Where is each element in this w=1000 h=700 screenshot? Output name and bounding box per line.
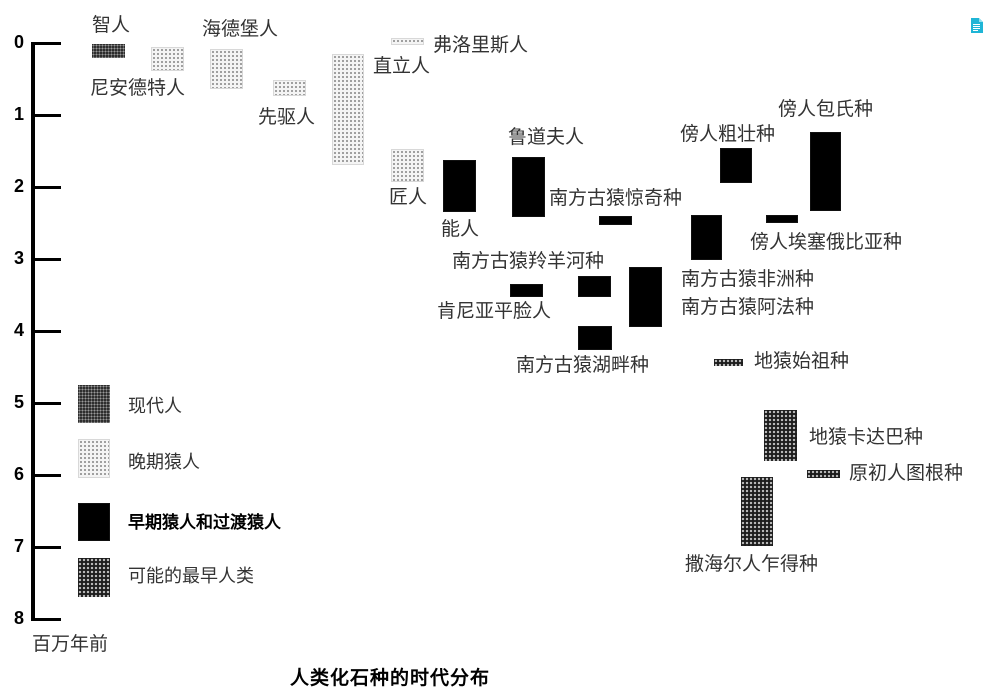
label-sahelanthropus: 撒海尔人乍得种 <box>685 553 819 575</box>
label-garhi: 南方古猿惊奇种 <box>549 187 683 209</box>
bar-robustus <box>720 148 752 183</box>
legend-label-early: 早期猿人和过渡猿人 <box>128 513 281 533</box>
y-tick-3 <box>31 258 61 261</box>
y-tick-8 <box>31 618 61 621</box>
label-erectus: 直立人 <box>373 55 431 77</box>
label-heidelberg: 海德堡人 <box>202 18 279 40</box>
label-antecessor: 先驱人 <box>258 106 316 128</box>
label-floresiensis: 弗洛里斯人 <box>433 34 529 56</box>
bar-floresiensis <box>391 38 424 45</box>
legend-swatch-late <box>78 439 110 478</box>
bar-heidelberg <box>210 49 243 89</box>
y-tick-label-4: 4 <box>13 320 24 340</box>
document-icon[interactable] <box>971 18 983 33</box>
label-anamensis: 南方古猿湖畔种 <box>516 354 650 376</box>
y-tick-label-1: 1 <box>13 104 24 124</box>
label-habilis: 能人 <box>441 218 480 240</box>
y-tick-label-8: 8 <box>13 608 24 628</box>
legend-swatch-early <box>78 503 110 541</box>
bar-anamensis <box>578 326 612 350</box>
bar-bahrelghazali <box>578 276 611 297</box>
bar-orrorin <box>807 470 840 478</box>
bar-habilis <box>443 160 476 212</box>
y-tick-label-6: 6 <box>13 464 24 484</box>
y-tick-label-5: 5 <box>13 392 24 412</box>
y-tick-5 <box>31 402 61 405</box>
label-boisei: 傍人包氏种 <box>778 98 874 120</box>
label-homo-sapiens: 智人 <box>92 14 131 36</box>
y-tick-label-7: 7 <box>13 536 24 556</box>
bar-neanderthal <box>151 47 184 71</box>
y-tick-label-3: 3 <box>13 248 24 268</box>
y-tick-0 <box>31 42 61 45</box>
y-tick-label-2: 2 <box>13 176 24 196</box>
label-ramidus: 地猿始祖种 <box>754 350 850 372</box>
legend-swatch-modern <box>78 385 110 423</box>
label-kadabba: 地猿卡达巴种 <box>809 426 924 448</box>
legend-label-late: 晚期猿人 <box>128 452 200 473</box>
bar-boisei <box>810 132 841 211</box>
label-africanus: 南方古猿非洲种 <box>681 268 815 290</box>
y-axis-unit-label: 百万年前 <box>32 633 109 655</box>
y-tick-7 <box>31 546 61 549</box>
legend-label-modern: 现代人 <box>128 396 182 417</box>
label-neanderthal: 尼安德特人 <box>90 77 186 99</box>
bar-ergaster <box>391 149 424 182</box>
bar-rudolfensis <box>512 157 545 217</box>
chart-title: 人类化石种的时代分布 <box>290 667 491 689</box>
legend-swatch-earliest <box>78 558 110 597</box>
bar-erectus <box>332 54 364 165</box>
bar-ramidus <box>714 359 743 366</box>
label-orrorin: 原初人图根种 <box>849 462 964 484</box>
bar-garhi <box>599 216 632 225</box>
bar-africanus <box>691 215 722 260</box>
label-afarensis: 南方古猿阿法种 <box>681 296 815 318</box>
bar-homo-sapiens <box>92 44 125 58</box>
y-tick-4 <box>31 330 61 333</box>
label-rudolfensis: 鲁道夫人 <box>508 126 585 148</box>
label-bahrelghazali: 南方古猿羚羊河种 <box>452 250 605 272</box>
bar-afarensis <box>629 267 662 327</box>
bar-sahelanthropus <box>741 477 773 546</box>
y-tick-6 <box>31 474 61 477</box>
y-tick-1 <box>31 114 61 117</box>
bar-aethiopicus <box>766 215 798 223</box>
y-tick-label-0: 0 <box>13 32 24 52</box>
bar-kadabba <box>764 410 797 461</box>
y-tick-2 <box>31 186 61 189</box>
label-ergaster: 匠人 <box>389 186 428 208</box>
label-robustus: 傍人粗壮种 <box>680 123 776 145</box>
label-aethiopicus: 傍人埃塞俄比亚种 <box>750 231 903 253</box>
bar-antecessor <box>273 80 306 96</box>
label-kenyanthropus: 肯尼亚平脸人 <box>437 300 552 322</box>
bar-kenyanthropus <box>510 284 543 297</box>
legend-label-earliest: 可能的最早人类 <box>128 566 254 587</box>
